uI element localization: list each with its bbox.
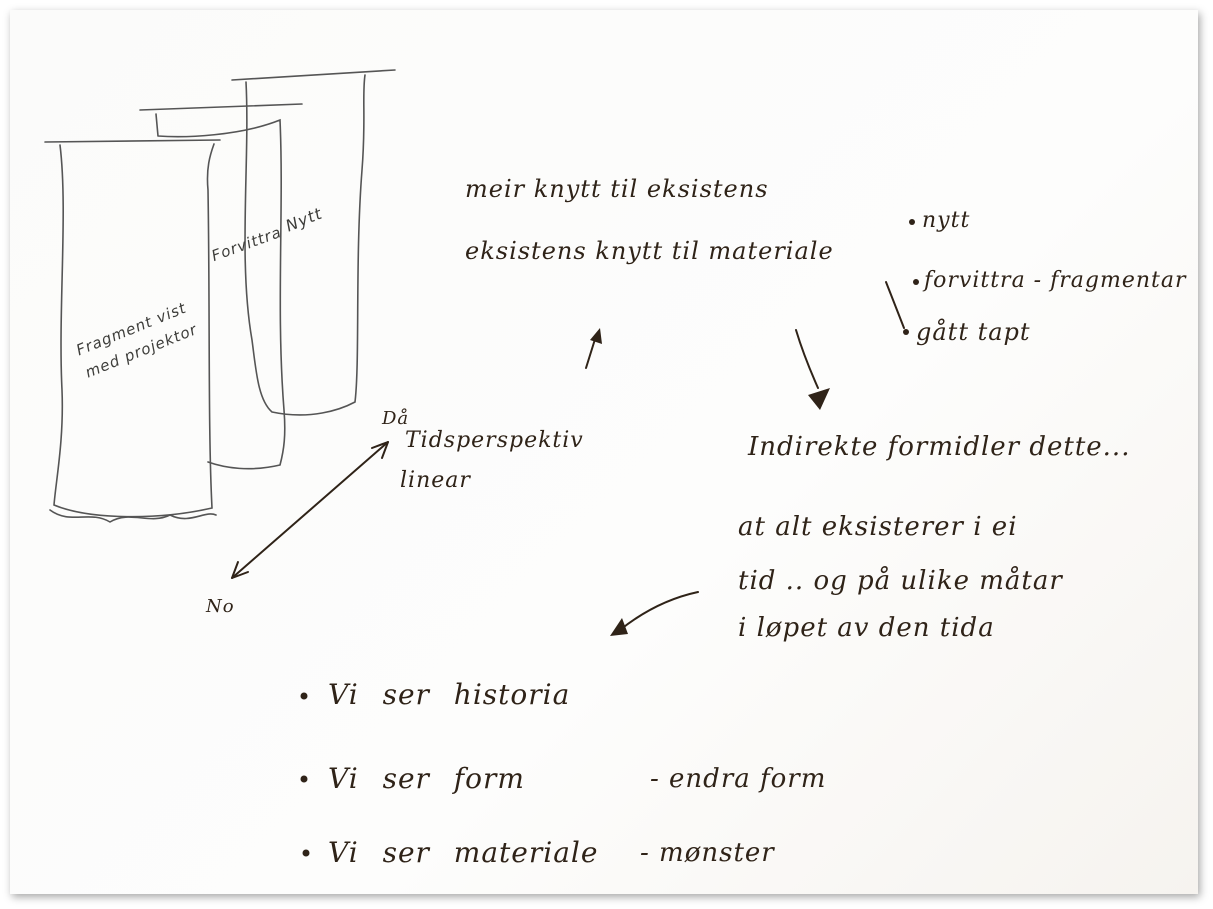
indirect-statement: Indirekte formidler dette... bbox=[748, 432, 1131, 462]
down-arrowhead bbox=[808, 388, 830, 410]
existence-line-3: i løpet av den tida bbox=[738, 613, 995, 643]
existence-line-2: tid .. og på ulike måtar bbox=[738, 566, 1063, 596]
time-axis-head-top bbox=[371, 441, 389, 459]
bullet-dot bbox=[903, 329, 909, 335]
right-bullet-1: nytt bbox=[922, 208, 971, 233]
bottom-bullet-2-extra: - endra form bbox=[650, 764, 827, 794]
bottom-bullet-3-extra: - mønster bbox=[640, 838, 775, 868]
bullet-dot bbox=[913, 279, 919, 285]
axis-top-label: Då bbox=[382, 408, 410, 429]
bottom-bullet-3: Vi ser materiale bbox=[328, 836, 599, 869]
middle-panel-rod bbox=[139, 103, 303, 111]
bullet-dot bbox=[300, 692, 308, 700]
note-line-2: eksistens knytt til materiale bbox=[465, 237, 834, 265]
paper-sheet: Fragment vist med projektor Forvittra Ny… bbox=[10, 10, 1198, 894]
front-panel-rod bbox=[44, 139, 221, 143]
back-panel-rod bbox=[231, 69, 396, 81]
up-arrowhead bbox=[590, 328, 602, 344]
right-bullet-3: gått tapt bbox=[916, 318, 1031, 346]
curved-arrow bbox=[619, 591, 699, 631]
front-panel-hem bbox=[49, 509, 217, 523]
bullet-dot bbox=[300, 775, 308, 783]
axis-title: Tidsperspektiv bbox=[405, 428, 584, 453]
sketch-drawing bbox=[44, 69, 919, 857]
middle-panel-fabric bbox=[155, 113, 286, 470]
note-line-1: meir knytt til eksistens bbox=[465, 175, 769, 203]
bullet-dot bbox=[302, 849, 310, 857]
bracket-line bbox=[885, 281, 905, 329]
back-panel-fabric bbox=[244, 74, 366, 416]
existence-line-1: at alt eksisterer i ei bbox=[738, 512, 1018, 542]
bottom-bullet-1: Vi ser historia bbox=[328, 678, 571, 711]
down-arrow bbox=[795, 329, 819, 389]
time-axis-head-bottom bbox=[231, 561, 249, 579]
bullet-dot bbox=[909, 219, 915, 225]
axis-bottom-label: No bbox=[206, 596, 235, 617]
right-bullet-2: forvittra - fragmentar bbox=[924, 268, 1187, 293]
curved-arrowhead bbox=[610, 618, 628, 636]
axis-subtitle: linear bbox=[400, 468, 471, 493]
front-panel-fabric bbox=[53, 143, 215, 518]
bottom-bullet-2: Vi ser form bbox=[328, 762, 525, 795]
time-axis-line bbox=[231, 441, 389, 579]
